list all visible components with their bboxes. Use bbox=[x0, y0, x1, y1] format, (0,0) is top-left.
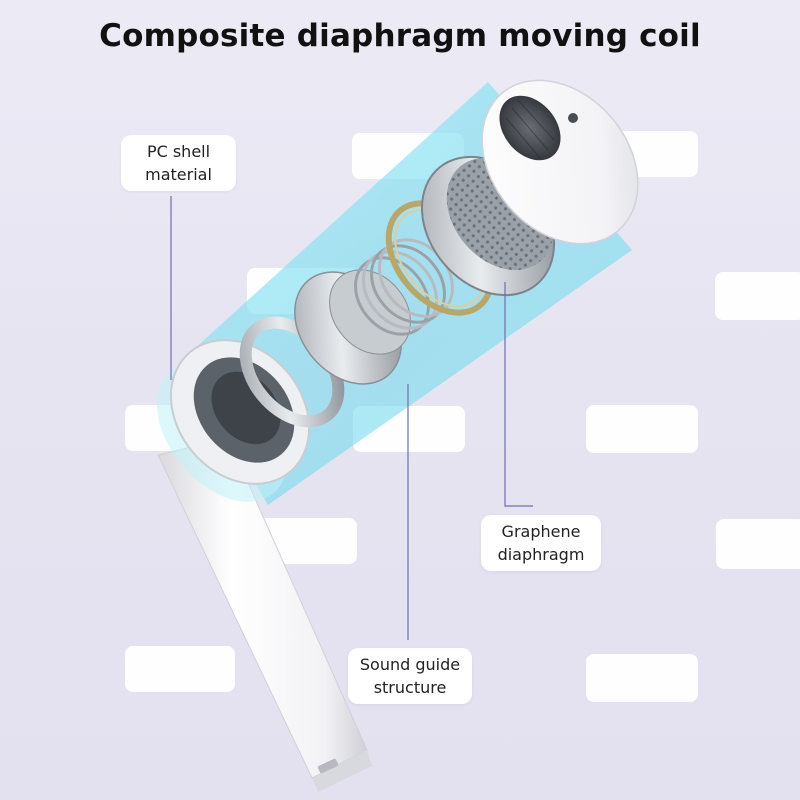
callout-line: Sound guide bbox=[359, 655, 461, 674]
callout-line: diaphragm bbox=[497, 545, 585, 564]
background-block bbox=[716, 519, 800, 569]
background-block bbox=[586, 654, 698, 702]
background-block bbox=[715, 272, 800, 320]
background-block bbox=[125, 646, 235, 692]
page-title: Composite diaphragm moving coil bbox=[99, 18, 701, 54]
coil-body bbox=[294, 238, 454, 385]
callout-line: Graphene bbox=[501, 522, 581, 541]
leader-lines bbox=[170, 196, 533, 640]
callout-line: PC shell bbox=[146, 142, 211, 161]
front-cap bbox=[169, 339, 311, 485]
callout-graphene-diaphragm: Graphene diaphragm bbox=[481, 515, 601, 571]
callout-sound-guide-structure: Sound guide structure bbox=[348, 648, 472, 704]
background-block bbox=[586, 405, 698, 453]
earbud-head bbox=[481, 79, 639, 245]
callout-line: material bbox=[145, 165, 212, 184]
callout-line: structure bbox=[373, 678, 447, 697]
graphene-leader-line bbox=[504, 282, 533, 507]
callout-pc-shell-material: PC shell material bbox=[121, 135, 236, 191]
